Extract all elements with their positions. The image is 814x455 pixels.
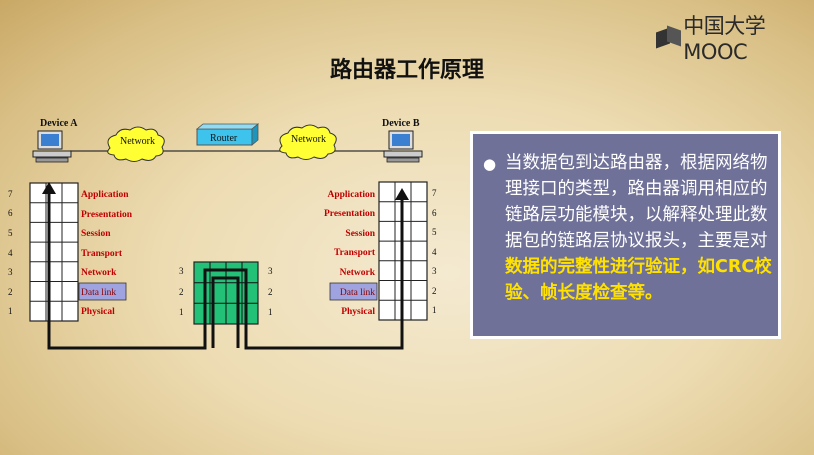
left-layer-number: 4 [8,248,13,258]
left-layer-names: Application Presentation Session Transpo… [81,190,133,317]
device-a-layer-stack [29,182,79,322]
network-cloud-right-icon [279,124,337,160]
up-arrow-right-icon [395,188,409,200]
right-layer-name: Transport [334,248,376,258]
left-layer-name: Transport [81,249,123,259]
explanation-text: ● 当数据包到达路由器，根据网络物理接口的类型，路由器调用相应的链路层功能模块，… [483,150,775,306]
router-box-icon [195,123,260,146]
router-label: Router [210,133,238,144]
datalink-highlight-right [329,282,378,301]
right-layer-name: Session [345,229,375,239]
device-a-computer-icon [32,130,72,163]
left-layer-number: 6 [8,208,13,218]
datalink-highlight-left [78,282,127,301]
left-layer-name: Presentation [81,210,133,220]
data-path [47,188,404,350]
mooc-logo-text: 中国大学MOOC [683,14,766,64]
router-left-number: 3 [179,266,184,276]
left-layer-numbers: 7 6 5 4 3 2 1 [8,189,13,316]
network-right-label: Network [291,134,326,145]
device-a-label: Device A [40,118,78,129]
left-layer-number: 7 [8,189,13,199]
bullet-icon: ● [483,155,497,173]
explanation-box: ● 当数据包到达路由器，根据网络物理接口的类型，路由器调用相应的链路层功能模块，… [470,131,781,339]
network-left-label: Network [120,136,155,147]
right-layer-name: Application [327,190,375,200]
right-layer-number: 4 [432,247,437,257]
left-layer-number: 2 [8,287,13,297]
slide-title: 路由器工作原理 [329,58,484,83]
router-right-number: 2 [268,287,273,297]
mooc-logo: 中国大学MOOC [656,14,814,64]
router-layer-numbers: 3 2 1 3 2 1 [179,266,273,317]
up-arrow-left-icon [42,182,56,194]
right-layer-name: Presentation [324,209,376,219]
explanation-normal: 当数据包到达路由器，根据网络物理接口的类型，路由器调用相应的链路层功能模块，以解… [505,153,768,251]
left-layer-number: 1 [8,306,13,316]
right-layer-number: 6 [432,208,437,218]
device-b-label: Device B [382,118,420,129]
right-layer-names: Application Presentation Session Transpo… [324,190,376,317]
router-right-number: 1 [268,307,273,317]
right-layer-number: 5 [432,227,437,237]
left-layer-number: 5 [8,228,13,238]
left-layer-name: Network [81,268,117,278]
router-left-number: 2 [179,287,184,297]
device-b-computer-icon [383,130,423,163]
right-layer-number: 1 [432,305,437,315]
right-layer-name: Data link [340,288,375,298]
network-cloud-left-icon [107,126,165,162]
right-layer-name: Physical [341,307,375,317]
left-layer-number: 3 [8,267,13,277]
right-layer-numbers: 7 6 5 4 3 2 1 [432,188,437,315]
right-layer-number: 2 [432,286,437,296]
left-layer-name: Application [81,190,129,200]
left-layer-name: Physical [81,307,115,317]
right-layer-number: 7 [432,188,437,198]
left-layer-name: Session [81,229,111,239]
right-layer-number: 3 [432,266,437,276]
left-layer-name: Data link [81,288,116,298]
explanation-highlight: 数据的完整性进行验证，如CRC校验、帧长度检查等。 [505,257,772,303]
router-right-number: 3 [268,266,273,276]
router-left-number: 1 [179,307,184,317]
right-layer-name: Network [340,268,376,278]
